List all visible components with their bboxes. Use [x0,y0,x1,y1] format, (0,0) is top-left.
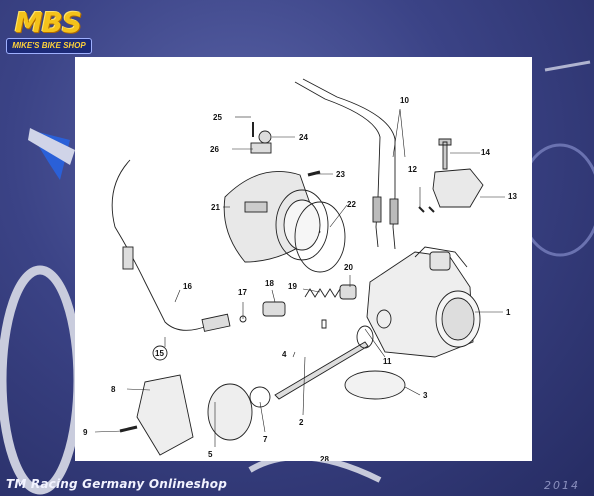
return-spring-part [249,386,271,408]
callout-26[interactable]: 26 [210,145,219,154]
air-boot-part [223,171,329,263]
callout-1[interactable]: 1 [506,308,511,317]
leader-lines [94,108,505,447]
callout-21[interactable]: 21 [211,203,220,212]
copyright-year: 2014 [544,479,580,492]
callout-11[interactable]: 11 [383,357,392,366]
washer-part [356,325,374,349]
callout-2[interactable]: 2 [299,418,304,427]
throttle-plate-part [344,370,406,400]
spring-part [304,288,346,298]
background-tire [0,265,83,495]
callout-6[interactable]: 6 [235,460,240,461]
callout-19[interactable]: 19 [288,282,297,291]
callout-circle-15 [152,345,168,361]
callout-24[interactable]: 24 [299,133,308,142]
logo-brand: MBS [14,6,82,39]
fitting-24-part [258,130,272,144]
callout-10[interactable]: 10 [400,96,409,105]
callout-28[interactable]: 28 [320,455,329,461]
callout-8[interactable]: 8 [111,385,116,394]
plunger-part [262,301,286,317]
choke-cable-part [111,159,231,332]
o-ring-part [294,201,346,273]
bolt-14-part [438,138,452,170]
clip-26-part [250,142,272,154]
nut-4-part [321,319,327,329]
callout-20[interactable]: 20 [344,263,353,272]
exploded-parts-diagram: 1 2 3 4 5 6 7 8 9 10 11 12 13 14 15 16 1… [75,57,532,461]
callout-3[interactable]: 3 [423,391,428,400]
callout-25[interactable]: 25 [213,113,222,122]
throttle-cables-part [294,78,399,250]
cap-part [339,284,357,300]
callout-14[interactable]: 14 [481,148,490,157]
callout-5[interactable]: 5 [208,450,213,459]
logo-tagline: MIKE'S BIKE SHOP [6,38,92,54]
callout-23[interactable]: 23 [336,170,345,179]
nuts-12-part [418,206,435,213]
throttle-body-part [366,246,481,358]
callout-15[interactable]: 15 [155,349,164,358]
callout-9[interactable]: 9 [83,428,88,437]
shop-name-footer[interactable]: TM Racing Germany Onlineshop [6,477,228,491]
callout-4[interactable]: 4 [282,350,287,359]
throttle-shaft-part [274,341,369,400]
callout-13[interactable]: 13 [508,192,517,201]
callout-18[interactable]: 18 [265,279,274,288]
pulley-part [207,383,253,441]
callout-17[interactable]: 17 [238,288,247,297]
throttle-body-drawing: 1 2 3 4 5 6 7 8 9 10 11 12 13 14 15 16 1… [83,78,517,461]
bracket-part [432,168,484,208]
callout-12[interactable]: 12 [408,165,417,174]
screw-23-part [307,170,321,177]
shop-logo[interactable]: MBS MIKE'S BIKE SHOP [6,6,92,56]
background-fork [28,128,75,165]
callout-7[interactable]: 7 [263,435,268,444]
background-lever [544,60,591,72]
screw-9-part [119,425,138,433]
cover-part [136,374,194,456]
callout-22[interactable]: 22 [347,200,356,209]
callout-16[interactable]: 16 [183,282,192,291]
